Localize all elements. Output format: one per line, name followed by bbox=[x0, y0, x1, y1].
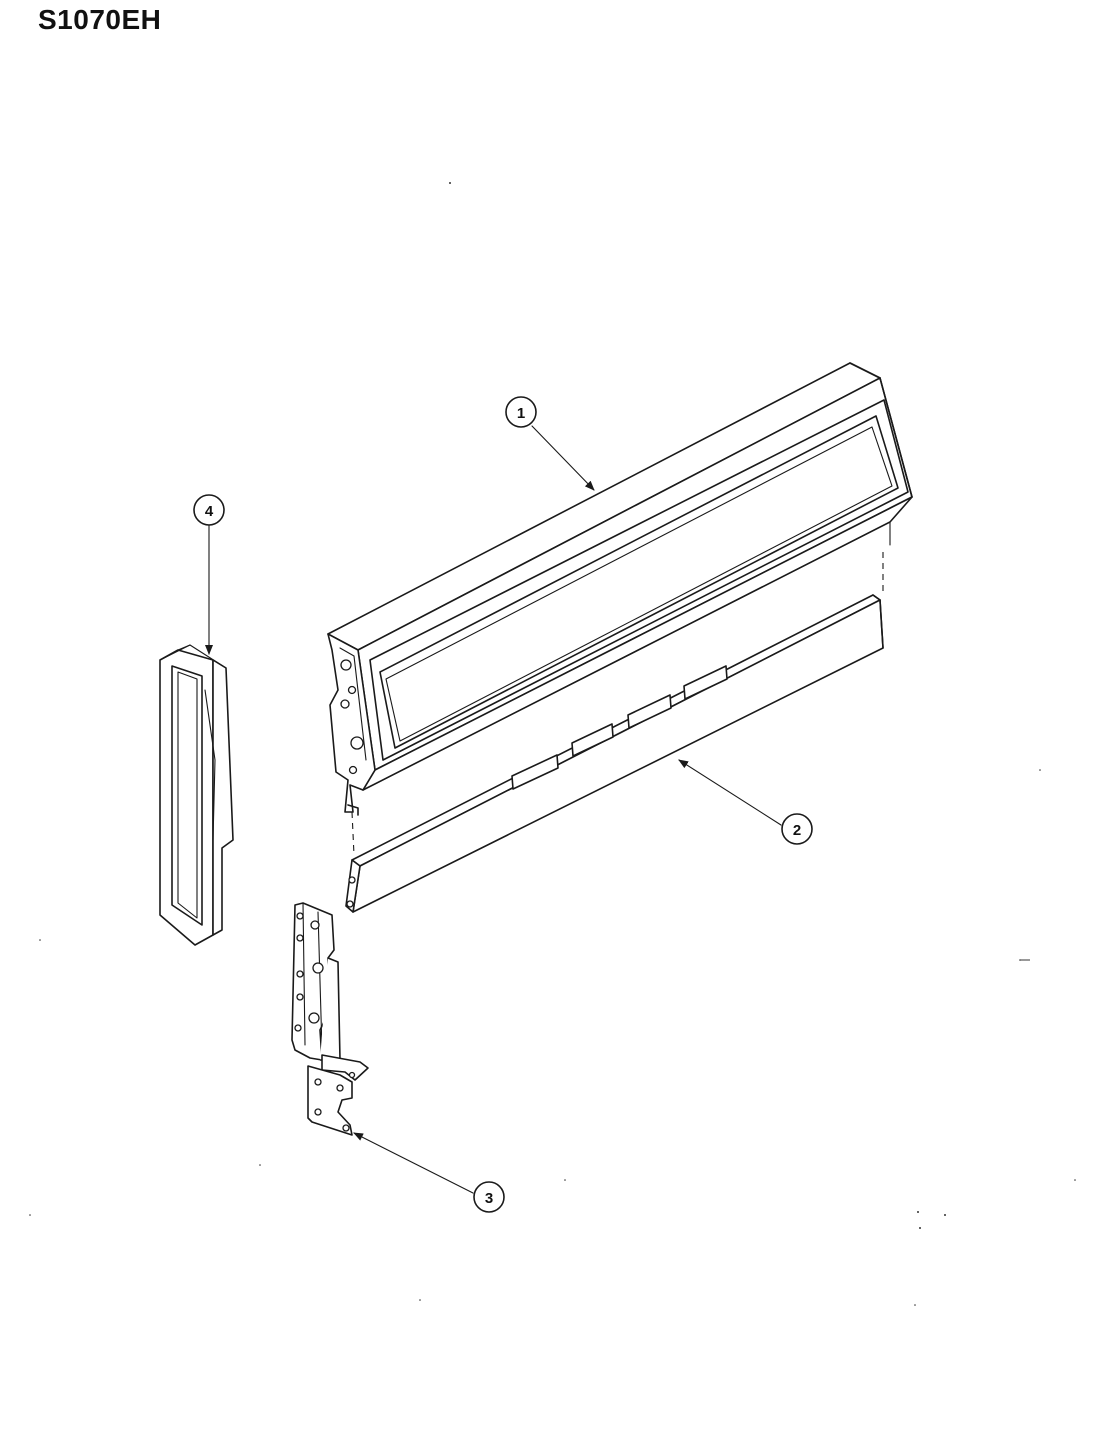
leader-line-2 bbox=[678, 759, 782, 826]
model-number-title: S1070EH bbox=[38, 4, 162, 35]
callout-1: 1 bbox=[505, 396, 537, 428]
callout-2-label: 2 bbox=[793, 822, 801, 839]
scan-specks bbox=[29, 182, 1076, 1306]
callout-2: 2 bbox=[781, 813, 813, 845]
part-3-mounting-bracket bbox=[291, 902, 369, 1136]
leader-line-1 bbox=[531, 425, 595, 491]
callout-3-label: 3 bbox=[485, 1190, 493, 1207]
leader-line-3 bbox=[353, 1132, 474, 1194]
callout-4: 4 bbox=[193, 494, 225, 526]
callout-leaders bbox=[205, 425, 782, 1194]
alignment-guides bbox=[351, 552, 884, 856]
part-2-control-face-plate bbox=[345, 594, 884, 913]
part-1-backguard-panel bbox=[327, 362, 913, 816]
callout-4-label: 4 bbox=[205, 503, 214, 520]
callout-3: 3 bbox=[473, 1181, 505, 1213]
callout-1-label: 1 bbox=[517, 405, 525, 422]
part-4-end-trim bbox=[159, 644, 234, 946]
